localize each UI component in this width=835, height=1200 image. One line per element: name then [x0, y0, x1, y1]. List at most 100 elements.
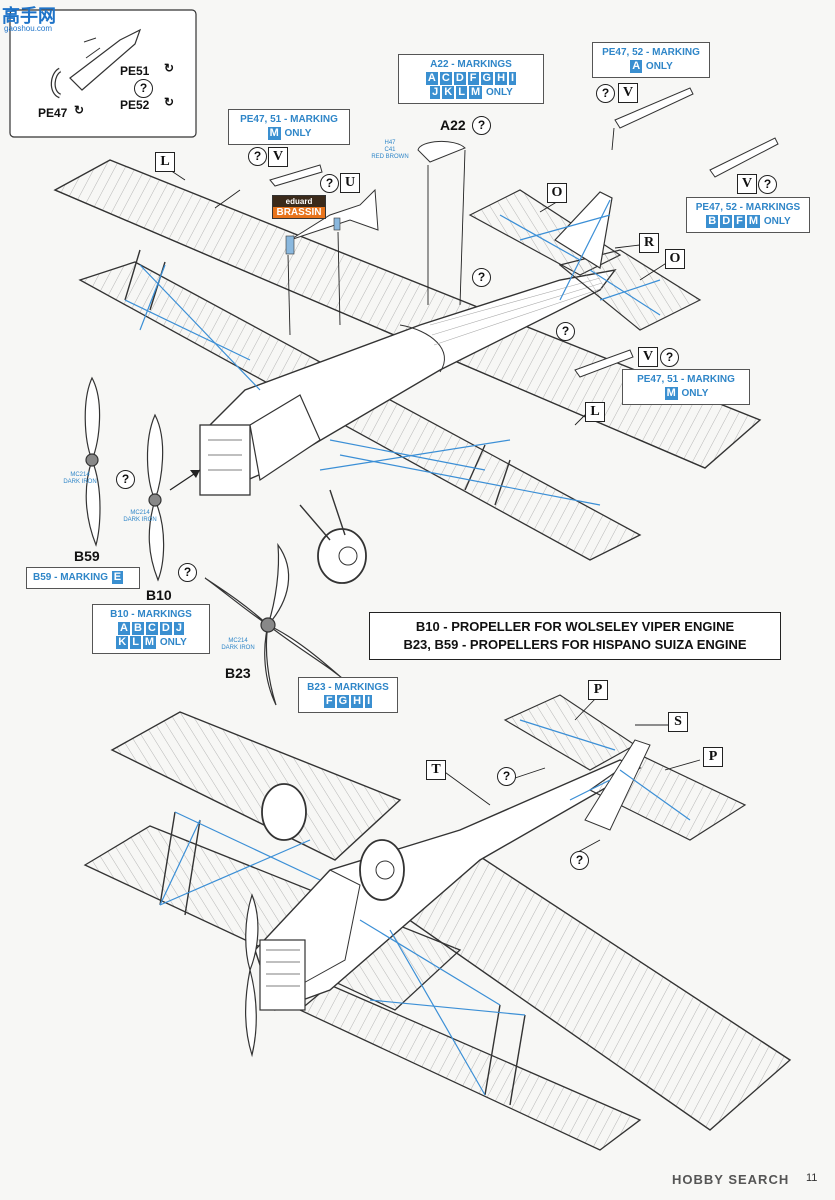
callout-p: P	[588, 680, 608, 700]
chip: D	[159, 622, 172, 635]
chip: M	[664, 387, 678, 400]
question-icon: ?	[660, 348, 679, 367]
label-b10: B10	[146, 587, 172, 603]
callout-u: U	[340, 173, 360, 193]
a22-markings-title: A22 - MARKINGS	[430, 59, 512, 70]
chip: B	[131, 622, 144, 635]
callout-r: R	[639, 233, 659, 253]
only-label: ONLY	[645, 61, 673, 72]
chip: A	[630, 60, 643, 73]
chip: F	[734, 215, 745, 228]
callout-v: V	[268, 147, 288, 167]
propeller-b23	[204, 542, 351, 706]
callout-p: P	[703, 747, 723, 767]
label-b23: B23	[225, 665, 251, 681]
chip: A	[118, 622, 130, 635]
pe47-51-marking-box: PE47, 51 - MARKING M ONLY	[228, 109, 350, 145]
chip: C	[145, 622, 158, 635]
chip: A	[425, 72, 438, 85]
question-icon: ?	[178, 563, 197, 582]
callout-v: V	[638, 347, 658, 367]
label-a22: A22	[440, 117, 466, 133]
watermark-hobbysearch: HOBBY SEARCH	[672, 1172, 790, 1187]
chip: F	[467, 72, 479, 85]
question-icon: ?	[556, 322, 575, 341]
watermark-logo: 高手网	[2, 6, 56, 26]
callout-v: V	[618, 83, 638, 103]
callout-s: S	[668, 712, 688, 732]
rotate-icon: ↻	[164, 61, 175, 75]
label-b59: B59	[74, 548, 100, 564]
rotate-icon: ↻	[164, 95, 175, 109]
only-label: ONLY	[485, 87, 513, 98]
fin	[554, 191, 613, 269]
callout-l: L	[155, 152, 175, 172]
callout-t: T	[426, 760, 446, 780]
pe47-52-marking-box: PE47, 52 - MARKING A ONLY	[592, 42, 710, 78]
chip: M	[267, 127, 281, 140]
chip: E	[111, 571, 124, 584]
marking-title: PE47, 52 - MARKING	[602, 47, 700, 58]
chip: K	[116, 636, 129, 649]
chip: K	[442, 86, 455, 99]
only-label: ONLY	[681, 388, 709, 399]
only-label: ONLY	[763, 216, 791, 227]
question-icon: ?	[248, 147, 267, 166]
marking-title: PE47, 52 - MARKINGS	[695, 202, 801, 213]
marking-title: B10 - MARKINGS	[110, 609, 192, 620]
chip: J	[430, 86, 441, 99]
paint-code-cockpit: H47 C41 RED BROWN	[371, 140, 409, 160]
question-icon: ?	[472, 116, 491, 135]
only-label: ONLY	[159, 637, 187, 648]
inset-frame	[9, 9, 197, 138]
page-number: 11	[806, 1172, 818, 1184]
b59-marking-box: B59 - MARKING E	[26, 567, 140, 589]
chip: B	[706, 215, 719, 228]
chip: G	[336, 695, 350, 708]
propeller-note-line2: B23, B59 - PROPELLERS FOR HISPANO SUIZA …	[403, 637, 747, 652]
paint-code-prop-b10: MC214 DARK IRON	[123, 510, 157, 523]
chip: H	[351, 695, 364, 708]
rigging-wires	[124, 199, 661, 506]
tailplane-underside-left	[503, 694, 637, 771]
question-icon: ?	[570, 851, 589, 870]
chip: L	[130, 636, 141, 649]
chip: D	[720, 215, 733, 228]
question-icon: ?	[134, 79, 153, 98]
upper-wing-left-underside	[110, 711, 402, 861]
marking-title: B23 - MARKINGS	[307, 682, 389, 693]
propeller-note: B10 - PROPELLER FOR WOLSELEY VIPER ENGIN…	[369, 612, 781, 660]
marking-title: PE47, 51 - MARKING	[637, 374, 735, 385]
pe47-51-marking-right-box: PE47, 51 - MARKING M ONLY	[622, 369, 750, 405]
chip: D	[453, 72, 466, 85]
chip: G	[480, 72, 494, 85]
propeller-note-line1: B10 - PROPELLER FOR WOLSELEY VIPER ENGIN…	[415, 619, 735, 634]
question-icon: ?	[596, 84, 615, 103]
chip: M	[468, 86, 483, 99]
watermark-url: gaoshou.com	[4, 24, 53, 33]
rotate-icon: ↻	[74, 103, 85, 117]
chip: L	[456, 86, 467, 99]
rigging-wires-underside	[159, 719, 691, 1096]
chip: M	[746, 215, 761, 228]
chip: H	[495, 72, 508, 85]
label-pe52: PE52	[120, 98, 150, 112]
chip: M	[142, 636, 157, 649]
upper-wing-right-underside	[393, 849, 792, 1131]
callout-o: O	[665, 249, 685, 269]
paint-code-prop-b23: MC214 DARK IRON	[221, 638, 255, 651]
callout-l: L	[585, 402, 605, 422]
label-pe51: PE51	[120, 64, 150, 78]
chip: I	[509, 72, 517, 85]
brassin-logo: eduard BRASSIN	[272, 195, 326, 219]
question-icon: ?	[116, 470, 135, 489]
chip: I	[365, 695, 373, 708]
paint-code-prop-b59: MC214 DARK IRON	[63, 472, 97, 485]
question-icon: ?	[758, 175, 777, 194]
callout-v: V	[737, 174, 757, 194]
marking-title: B59 - MARKING	[33, 572, 109, 583]
